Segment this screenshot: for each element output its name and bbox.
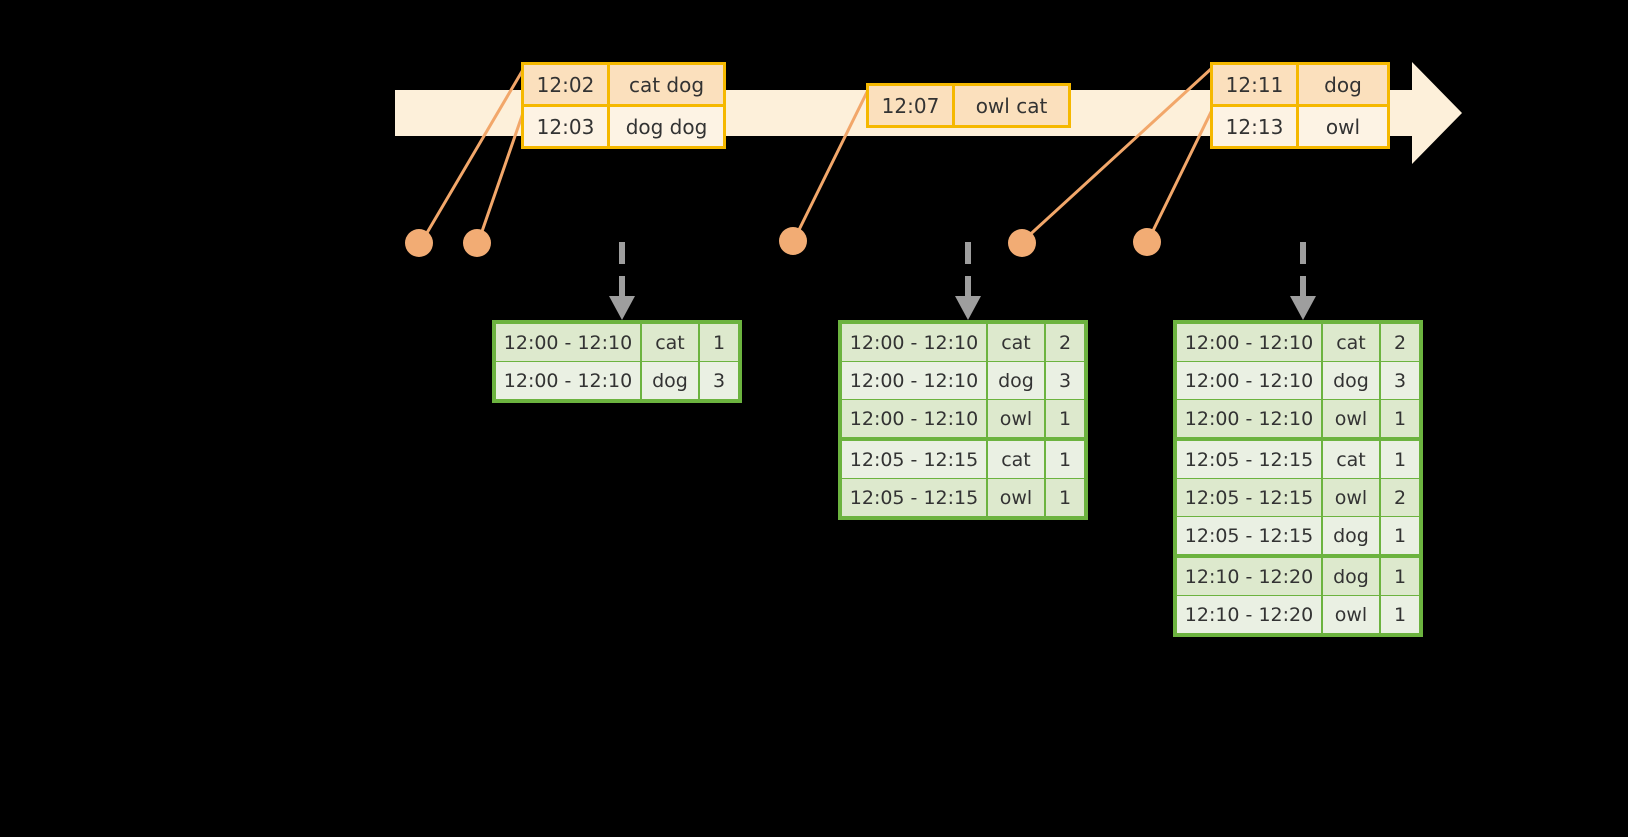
cell-word: cat xyxy=(1323,441,1379,478)
event-group-3[interactable]: 12:11 dog 12:13 owl xyxy=(1210,62,1390,149)
event-time: 12:11 xyxy=(1213,65,1299,104)
cell-window: 12:00 - 12:10 xyxy=(1177,400,1321,437)
cell-word: cat xyxy=(1323,324,1379,361)
cell-count: 1 xyxy=(1381,517,1419,554)
trigger-dot-3 xyxy=(779,227,807,255)
event-words: cat dog xyxy=(628,72,705,97)
event-group-1[interactable]: 12:02 cat dog 12:03 dog dog xyxy=(521,62,726,149)
trigger-dots xyxy=(405,227,1161,257)
cell-word: dog xyxy=(1323,558,1379,595)
event-row[interactable]: 12:11 dog xyxy=(1213,65,1387,104)
connector-line-1 xyxy=(419,66,526,245)
cell-count: 1 xyxy=(1381,558,1419,595)
cell-word: dog xyxy=(1323,517,1379,554)
event-time: 12:13 xyxy=(1213,107,1299,146)
cell-count: 1 xyxy=(1046,441,1084,478)
event-time: 12:03 xyxy=(524,107,610,146)
cell-window: 12:00 - 12:10 xyxy=(496,362,640,399)
cell-word: owl xyxy=(1323,479,1379,516)
cell-count: 2 xyxy=(1381,324,1419,361)
event-words: dog xyxy=(1324,72,1362,97)
event-time: 12:02 xyxy=(524,65,610,104)
event-row[interactable]: 12:02 cat dog xyxy=(524,65,723,104)
event-words: owl xyxy=(1325,114,1361,139)
cell-window: 12:00 - 12:10 xyxy=(1177,324,1321,361)
cell-word: dog xyxy=(988,362,1044,399)
cell-word: cat xyxy=(988,324,1044,361)
event-group-2[interactable]: 12:07 owl cat xyxy=(866,83,1071,128)
cell-word: cat xyxy=(642,324,698,361)
cell-window: 12:05 - 12:15 xyxy=(1177,441,1321,478)
cell-count: 1 xyxy=(1046,400,1084,437)
cell-count: 1 xyxy=(1046,479,1084,516)
cell-window: 12:00 - 12:10 xyxy=(496,324,640,361)
cell-count: 1 xyxy=(1381,400,1419,437)
cell-window: 12:05 - 12:15 xyxy=(842,441,986,478)
cell-count: 3 xyxy=(700,362,738,399)
cell-window: 12:00 - 12:10 xyxy=(1177,362,1321,399)
cell-count: 1 xyxy=(1381,596,1419,633)
cell-word: owl xyxy=(988,400,1044,437)
dashed-arrow-1 xyxy=(609,242,635,320)
cell-window: 12:00 - 12:10 xyxy=(842,400,986,437)
event-time: 12:07 xyxy=(869,86,955,125)
dashed-arrow-2 xyxy=(955,242,981,320)
event-row[interactable]: 12:07 owl cat xyxy=(869,86,1068,125)
cell-window: 12:10 - 12:20 xyxy=(1177,558,1321,595)
event-row[interactable]: 12:03 dog dog xyxy=(524,104,723,146)
trigger-dot-5 xyxy=(1133,228,1161,256)
cell-window: 12:00 - 12:10 xyxy=(842,324,986,361)
event-words: dog dog xyxy=(625,114,708,139)
connector-line-2 xyxy=(476,108,526,245)
cell-word: owl xyxy=(1323,400,1379,437)
cell-word: dog xyxy=(1323,362,1379,399)
cell-count: 3 xyxy=(1381,362,1419,399)
cell-window: 12:05 - 12:15 xyxy=(1177,479,1321,516)
connector-line-3 xyxy=(792,86,871,242)
cell-window: 12:05 - 12:15 xyxy=(1177,517,1321,554)
dashed-arrow-3 xyxy=(1290,242,1316,320)
cell-count: 2 xyxy=(1381,479,1419,516)
event-words: owl cat xyxy=(975,93,1048,118)
cell-window: 12:05 - 12:15 xyxy=(842,479,986,516)
cell-window: 12:00 - 12:10 xyxy=(842,362,986,399)
connector-line-5 xyxy=(1146,108,1214,243)
cell-count: 3 xyxy=(1046,362,1084,399)
trigger-dot-4 xyxy=(1008,229,1036,257)
cell-word: cat xyxy=(988,441,1044,478)
trigger-dot-2 xyxy=(463,229,491,257)
dashed-arrows xyxy=(609,242,1316,320)
trigger-dot-1 xyxy=(405,229,433,257)
event-row[interactable]: 12:13 owl xyxy=(1213,104,1387,146)
cell-word: owl xyxy=(1323,596,1379,633)
cell-count: 1 xyxy=(1381,441,1419,478)
cell-window: 12:10 - 12:20 xyxy=(1177,596,1321,633)
cell-count: 2 xyxy=(1046,324,1084,361)
cell-word: owl xyxy=(988,479,1044,516)
cell-word: dog xyxy=(642,362,698,399)
cell-count: 1 xyxy=(700,324,738,361)
